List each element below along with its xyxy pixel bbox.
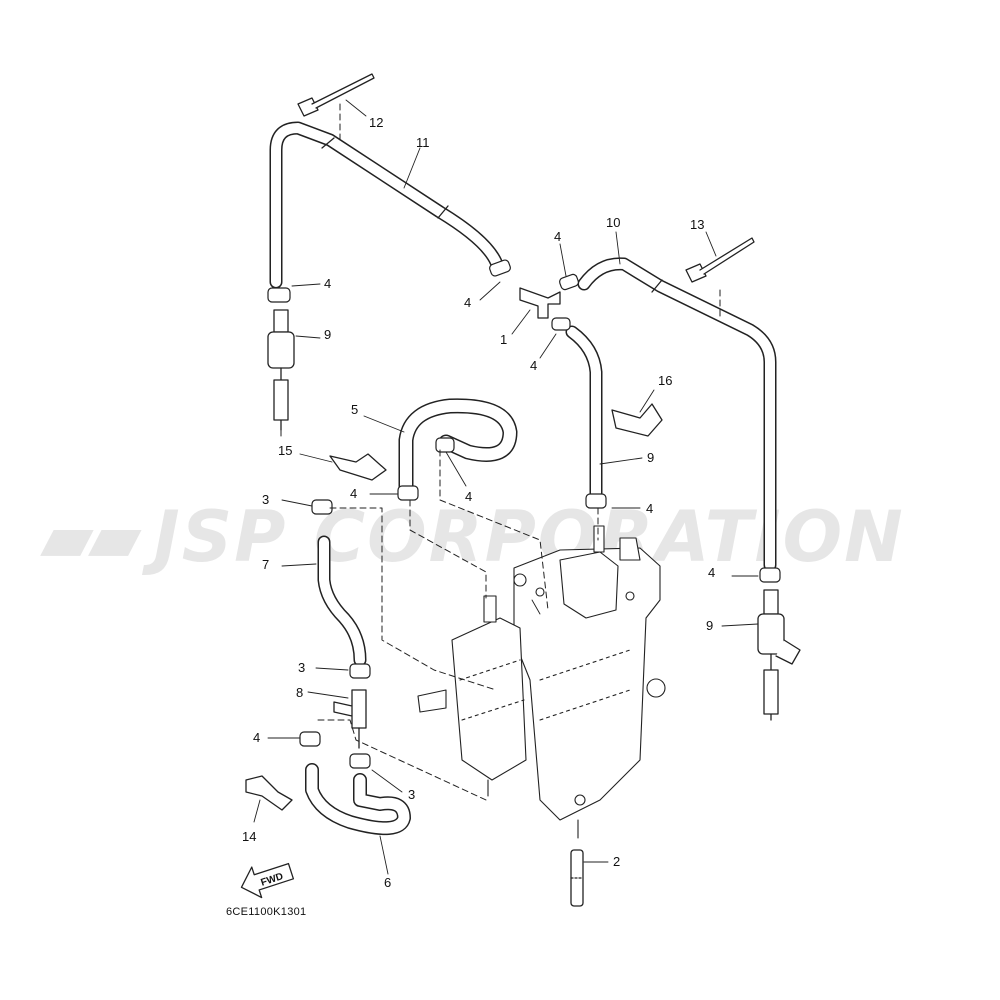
callout-4-e: 4: [350, 486, 358, 501]
cable-ties: [297, 73, 755, 283]
callout-3-c: 3: [408, 787, 416, 802]
callout-4-a: 4: [554, 229, 562, 244]
callout-9-right: 9: [706, 618, 714, 633]
hose-5: [398, 398, 518, 494]
callout-4-g: 4: [646, 501, 654, 516]
callout-12: 11: [416, 135, 430, 150]
joint-8: [333, 689, 367, 749]
callout-9-left: 9: [324, 327, 332, 342]
callout-4-h: 4: [708, 565, 716, 580]
callout-4-b: 4: [324, 276, 332, 291]
callout-1: 1: [500, 332, 508, 347]
callout-14: 14: [242, 829, 257, 844]
connector-9-left: [267, 309, 295, 431]
callout-8: 8: [296, 685, 304, 700]
hose-11: [577, 257, 777, 572]
callout-3-b: 3: [298, 660, 306, 675]
hose-6: [305, 763, 411, 836]
joint-1: [519, 287, 561, 319]
hose-10: [565, 325, 603, 501]
diagram-code: 6CE1100K1301: [226, 906, 307, 918]
fwd-arrow-icon: FWD: [240, 862, 295, 899]
hose-7: [317, 535, 367, 667]
callout-4-c: 4: [464, 295, 472, 310]
callout-3-a: 3: [262, 492, 270, 507]
routing-lines: [280, 99, 721, 801]
callout-4-d: 4: [530, 358, 538, 373]
callout-2: 2: [613, 854, 621, 869]
hose-12: [269, 121, 503, 289]
callout-4-f: 4: [465, 489, 473, 504]
callout-13-right: 13: [690, 217, 705, 232]
holder-clips: [245, 403, 663, 811]
callout-7: 7: [262, 557, 270, 572]
callout-13-top: 12: [369, 115, 384, 130]
callout-10: 9: [647, 450, 655, 465]
callout-5: 5: [351, 402, 359, 417]
callout-4-i: 4: [253, 730, 261, 745]
callout-11: 10: [606, 215, 621, 230]
vapor-separator-assembly: [417, 525, 666, 839]
callout-16: 16: [658, 373, 673, 388]
callout-15: 15: [278, 443, 293, 458]
connector-9-right: [757, 589, 801, 721]
hose-clamps: [267, 259, 781, 769]
part-2-pin: [570, 849, 584, 907]
callout-6: 6: [384, 875, 392, 890]
leader-lines: [253, 99, 759, 875]
